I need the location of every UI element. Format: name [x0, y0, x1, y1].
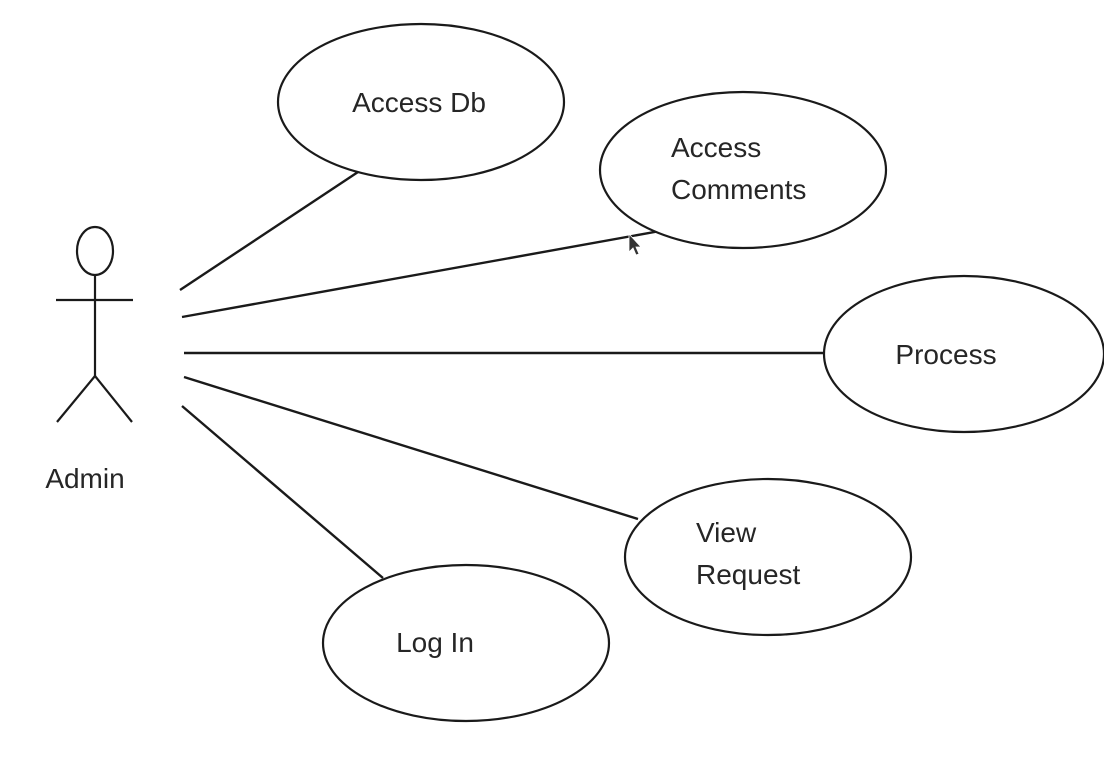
mouse-pointer-icon: [628, 232, 642, 256]
use-case-view-request: View Request: [623, 477, 913, 637]
use-case-ellipse: [623, 477, 913, 637]
use-case-label: Log In: [396, 627, 474, 658]
use-case-ellipse: [276, 22, 566, 182]
use-case-label: Access: [671, 132, 761, 163]
association-access-db: [179, 170, 359, 292]
association-view-request: [183, 375, 639, 521]
association-access-comments: [181, 229, 661, 319]
use-case-log-in: Log In: [321, 563, 611, 723]
actor-name: Admin: [45, 463, 124, 494]
use-case-access-comments: Access Comments: [598, 90, 888, 250]
use-case-label: View: [696, 517, 757, 548]
use-case-process: Process: [822, 274, 1104, 434]
use-case-label: Process: [895, 339, 996, 370]
use-case-ellipse: [822, 274, 1104, 434]
use-case-ellipse: [321, 563, 611, 723]
use-case-ellipse: [598, 90, 888, 250]
use-case-access-db: Access Db: [276, 22, 566, 182]
use-case-label: Request: [696, 559, 801, 590]
association-log-in: [181, 405, 384, 579]
use-case-label: Comments: [671, 174, 806, 205]
stick-figure-icon: [56, 225, 133, 423]
use-case-label: Access Db: [352, 87, 486, 118]
associations: [179, 170, 826, 579]
actor-admin: Admin: [45, 225, 133, 494]
